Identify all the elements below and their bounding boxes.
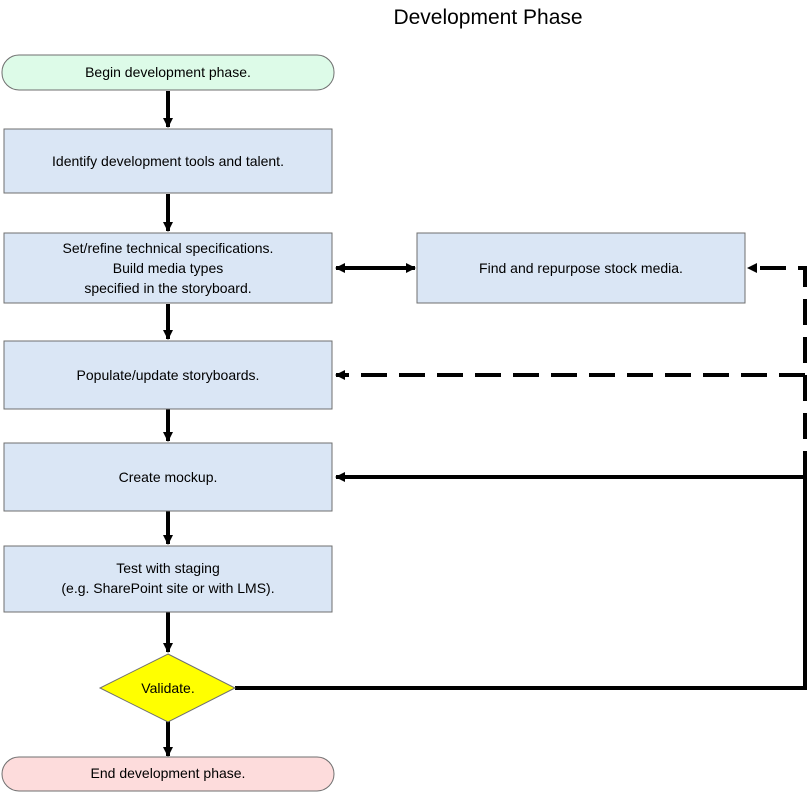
- end-label: End development phase.: [91, 765, 246, 781]
- test-label-line-1: Test with staging: [116, 560, 220, 576]
- specs-process: [3, 232, 333, 304]
- validate-label: Validate.: [141, 680, 194, 696]
- test-process: [3, 545, 333, 613]
- populate-label: Populate/update storyboards.: [77, 367, 260, 383]
- mockup-process: [3, 442, 333, 512]
- stock-label: Find and repurpose stock media.: [479, 260, 683, 276]
- test-label-line-2: (e.g. SharePoint site or with LMS).: [61, 580, 274, 596]
- identify-label: Identify development tools and talent.: [52, 153, 284, 169]
- populate-process: [3, 340, 333, 410]
- identify-process: [3, 128, 333, 194]
- begin-label: Begin development phase.: [85, 64, 251, 80]
- specs-label-line-3: specified in the storyboard.: [84, 280, 251, 296]
- specs-label-line-1: Set/refine technical specifications.: [63, 240, 274, 256]
- stock-process: [416, 232, 746, 304]
- end-terminal: [1, 756, 335, 792]
- specs-label-line-2: Build media types: [113, 260, 224, 276]
- mockup-label: Create mockup.: [119, 469, 218, 485]
- validate-decision: [98, 653, 237, 723]
- begin-terminal: [1, 54, 335, 91]
- arrow-dashed-to-stock: [747, 263, 807, 477]
- arrow-validate-to-mockup: [235, 472, 807, 690]
- diagram-title: Development Phase: [393, 6, 582, 29]
